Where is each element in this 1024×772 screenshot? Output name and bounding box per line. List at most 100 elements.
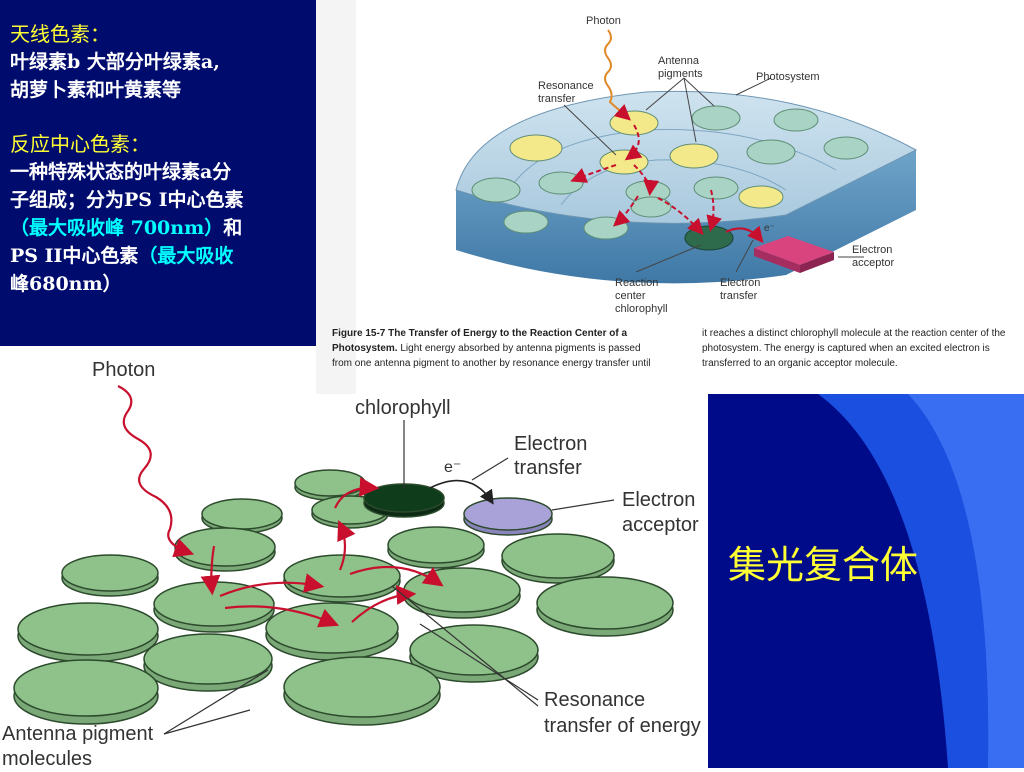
resonance-arrow (200, 545, 221, 596)
and-text: 和 (223, 217, 243, 239)
electron-acceptor (463, 497, 553, 536)
resonance-arrow (657, 197, 704, 235)
title-panel: 集光复合体 (708, 394, 1024, 768)
leader-line (391, 585, 539, 707)
leader-line (471, 457, 509, 481)
antenna-pigment-yellow (599, 149, 649, 175)
resonance-arrow (613, 195, 639, 227)
antenna-pigment (503, 210, 549, 234)
ps2-peak-text-a: （最大吸收 (138, 245, 234, 267)
electron-transfer-label-2: transfer (720, 290, 758, 302)
photosystem-label: Photosystem (756, 71, 820, 83)
electron-transfer-arrow (429, 479, 494, 505)
antenna-pigments-heading: 天线色素： (10, 22, 110, 46)
antenna-disk (283, 656, 441, 726)
pigment-text-box: 天线色素： 叶绿素b 大部分叶绿素a, 胡萝卜素和叶黄素等 反应中心色素： 一种… (0, 0, 316, 346)
resonance-arrow (706, 189, 722, 232)
antenna-pigment (538, 171, 584, 195)
leader-line (683, 77, 715, 107)
ps2-peak-text-b: 峰680nm） (10, 273, 122, 295)
antenna-pigments-line-2: 胡萝卜素和叶黄素等 (10, 79, 182, 101)
resonance-arrow (351, 585, 417, 623)
resonance-transfer-label-2: transfer (538, 93, 576, 105)
leader-line (563, 104, 617, 156)
antenna-pigment (746, 139, 796, 165)
antenna-pigment-yellow (738, 185, 784, 209)
resonance-label-2: transfer of energy (544, 715, 701, 737)
caption-figure-title: Figure 15-7 The Transfer of Energy to th… (332, 328, 628, 339)
antenna-disk (501, 533, 615, 584)
antenna-disk (13, 659, 159, 725)
leader-line (419, 623, 539, 701)
antenna-pigment (471, 177, 521, 203)
leader-line (163, 709, 251, 735)
textbook-photosystem-figure: Photon Antenna pigments Photosystem Reso… (316, 0, 1024, 394)
antenna-label-2: molecules (2, 748, 92, 768)
electron-acceptor-side (754, 248, 800, 273)
resonance-arrow (333, 477, 380, 509)
antenna-disk (61, 554, 159, 597)
leader-line (735, 239, 754, 273)
antenna-disk (536, 576, 674, 637)
panel-title: 集光复合体 (728, 543, 919, 587)
antenna-disk (265, 602, 399, 661)
reaction-center-label-1: Reaction (615, 277, 658, 289)
reaction-center-line-2: 子组成；分为PS I中心色素 (10, 189, 244, 211)
antenna-pigment-yellow (509, 134, 563, 162)
antenna-disk (174, 527, 276, 572)
reaction-center-chlorophyll (363, 483, 445, 518)
antenna-pigments-label-2: pigments (658, 68, 703, 80)
leader-line (635, 244, 702, 273)
photon-label: Photon (92, 359, 155, 381)
leader-line (683, 77, 697, 143)
caption-right-line-1: it reaches a distinct chlorophyll molecu… (702, 328, 1006, 339)
resonance-arrow (633, 164, 660, 196)
caption-right-line-2: photosystem. The energy is captured when… (702, 343, 990, 354)
photon-wave-arrow (117, 385, 195, 558)
electron-transfer-label-2: transfer (514, 457, 582, 479)
antenna-pigment (693, 176, 739, 200)
antenna-pigment (773, 108, 819, 132)
resonance-arrow (624, 124, 643, 161)
ps2-text: PS II中心色素 (10, 245, 139, 267)
resonance-arrow (337, 519, 356, 571)
electron-transfer-label-1: Electron (514, 433, 587, 455)
antenna-label-1: Antenna pigment (2, 723, 154, 745)
resonance-arrow (224, 605, 340, 628)
electron-acceptor-label-1: Electron (852, 244, 892, 256)
panel-decoration (818, 394, 1024, 768)
electron-transfer-label-1: Electron (720, 277, 760, 289)
caption-figure-title-2: Photosystem. (332, 343, 398, 354)
antenna-disk (387, 526, 485, 569)
caption-left-line-3: from one antenna pigment to another by r… (332, 358, 651, 369)
antenna-pigment-yellow (609, 110, 659, 136)
faded-page-strip (316, 0, 356, 394)
caption-right-line-3: transferred to an organic acceptor molec… (702, 358, 898, 369)
leader-line (645, 77, 685, 111)
reaction-center-chlorophyll (684, 225, 734, 251)
resonance-arrow (570, 164, 617, 183)
antenna-disk (143, 633, 273, 692)
photon-label: Photon (586, 15, 621, 27)
antenna-disk (153, 581, 275, 633)
antenna-pigment-yellow (669, 143, 719, 169)
antenna-pigment (691, 105, 741, 131)
panel-swoosh-light (908, 394, 1024, 768)
antenna-pigment (630, 196, 672, 218)
electron-transfer-arrow (725, 225, 764, 244)
electron-acceptor-side (800, 252, 834, 273)
antenna-disk-diagram: Photon chlorophyll e⁻ Electron transfer … (2, 359, 701, 770)
leader-line (735, 77, 772, 96)
reaction-center-heading: 反应中心色素： (10, 132, 150, 156)
electron-acceptor-block (754, 236, 834, 265)
electron-acceptor-label-1: Electron (622, 489, 695, 511)
caption-left: Figure 15-7 The Transfer of Energy to th… (332, 326, 651, 371)
antenna-pigments-line-1: 叶绿素b 大部分叶绿素a, (10, 51, 220, 73)
resonance-arrow (349, 565, 444, 587)
antenna-pigment (823, 136, 869, 160)
resonance-label-1: Resonance (544, 689, 645, 711)
photosystem-3d-diagram: Photon Antenna pigments Photosystem Reso… (316, 0, 918, 394)
antenna-disk (17, 602, 159, 663)
antenna-pigment (583, 216, 629, 240)
resonance-transfer-label-1: Resonance (538, 80, 594, 92)
